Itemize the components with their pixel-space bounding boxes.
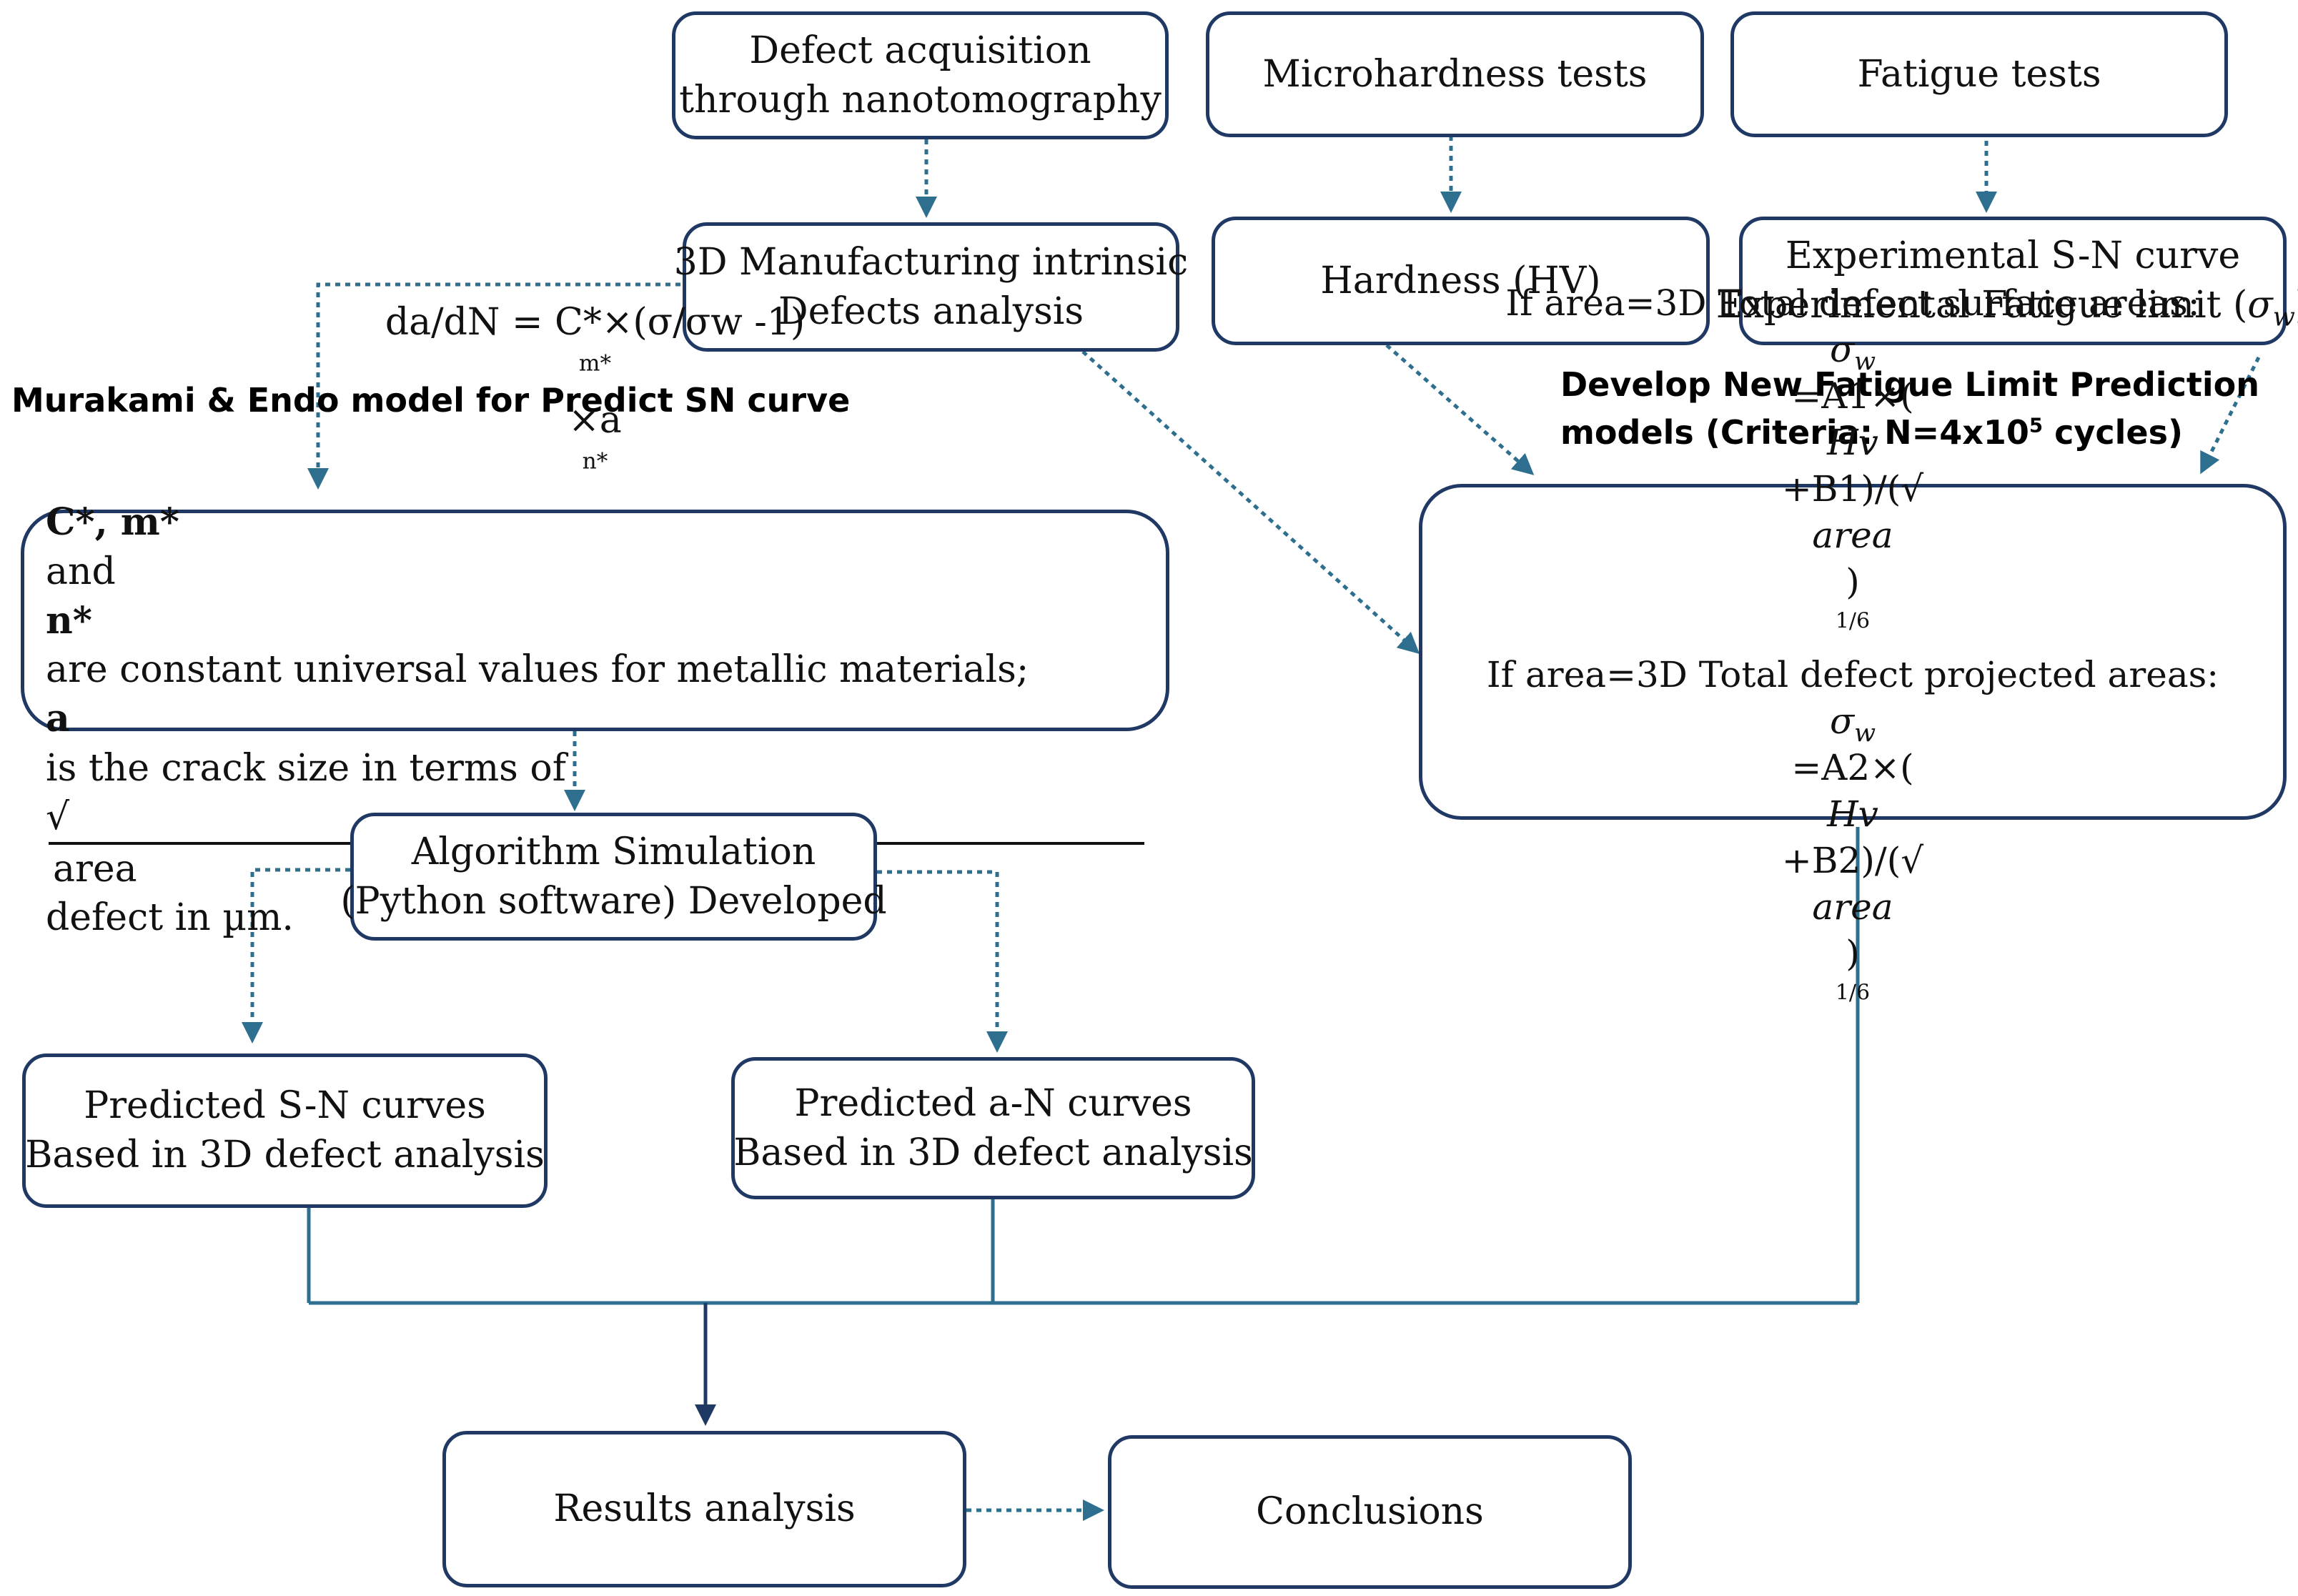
fatigue-tests-box: Fatigue tests <box>1730 11 2228 137</box>
develop-line1: Develop New Fatigue Limit Prediction <box>1560 365 2259 404</box>
results-analysis-label: Results analysis <box>553 1487 856 1531</box>
algorithm-line1: Algorithm Simulation <box>411 830 816 873</box>
predicted-an-box: Predicted a-N curves Based in 3D defect … <box>731 1057 1255 1199</box>
develop-models-label: Develop New Fatigue Limit Prediction mod… <box>1560 361 2259 456</box>
algorithm-line2: (Python software) Developed <box>340 879 887 923</box>
results-analysis-box: Results analysis <box>442 1431 966 1587</box>
experimental-line2: Experimental Fatigue limit (σw) <box>1716 281 2298 330</box>
hardness-box: Hardness (HV) <box>1212 217 1710 345</box>
microhardness-box: Microhardness tests <box>1206 11 1704 137</box>
microhardness-label: Microhardness tests <box>1262 52 1648 96</box>
algorithm-box: Algorithm Simulation (Python software) D… <box>340 813 887 941</box>
sqrt-icon: √ <box>46 795 70 839</box>
predicted-sn-box: Predicted S-N curves Based in 3D defect … <box>22 1054 548 1208</box>
develop-line2: models (Criteria: N=4x105 cycles) <box>1560 412 2183 452</box>
experimental-line2-suffix: ) <box>2295 284 2298 327</box>
arrow-algorithm-to-an <box>877 870 1008 1053</box>
defect-acquisition-line2: through nanotomography <box>679 78 1162 122</box>
predicted-an-line2: Based in 3D defect analysis <box>733 1131 1253 1174</box>
conclusions-box: Conclusions <box>1108 1435 1632 1589</box>
defects-analysis-line2: Defects analysis <box>778 289 1084 333</box>
defects-analysis-line1: 3D Manufacturing intrinsic <box>673 240 1189 284</box>
experimental-line2-prefix: Experimental Fatigue limit ( <box>1715 284 2248 327</box>
experimental-line1: Experimental S-N curve <box>1785 234 2241 278</box>
arrow-defects-to-fatigue-models <box>1081 350 1420 655</box>
predicted-an-line1: Predicted a-N curves <box>794 1081 1192 1125</box>
fatigue-models-box: If area=3D Total defect surface areas: σ… <box>1419 282 2287 1003</box>
case2-formula: σw=A2×(Hv+B2)/(√area)1/6 <box>1781 700 1924 1006</box>
sigma-symbol: σ <box>2247 284 2273 327</box>
conclusions-label: Conclusions <box>1256 1490 1484 1534</box>
defect-acquisition-line1: Defect acquisition <box>749 29 1091 72</box>
predicted-sn-line2: Based in 3D defect analysis <box>25 1134 545 1176</box>
hardness-label: Hardness (HV) <box>1320 259 1601 302</box>
sigma-subscript: w <box>2272 301 2295 332</box>
defects-analysis-box: 3D Manufacturing intrinsic Defects analy… <box>674 222 1188 352</box>
case2-label: If area=3D Total defect projected areas: <box>1486 654 2219 695</box>
constants-description: C*, m* and n* are constant universal val… <box>46 500 1029 692</box>
case1-label: If area=3D Total defect surface areas: <box>1505 282 2200 324</box>
arrow-defects-to-murakami <box>307 282 680 490</box>
arrow-algorithm-to-sn <box>242 868 350 1044</box>
murakami-label: Murakami & Endo model for Predict SN cur… <box>11 381 851 420</box>
fatigue-tests-label: Fatigue tests <box>1857 52 2101 96</box>
arrow-hardness-to-fatigue-models <box>1385 344 1535 475</box>
predicted-sn-line1: Predicted S-N curves <box>84 1084 486 1128</box>
experimental-box: Experimental S-N curve Experimental Fati… <box>1716 217 2298 345</box>
defect-acquisition-box: Defect acquisition through nanotomograph… <box>672 11 1169 139</box>
case1-formula: σw=A1×(Hv+B1)/(√area)1/6 <box>1781 329 1924 634</box>
